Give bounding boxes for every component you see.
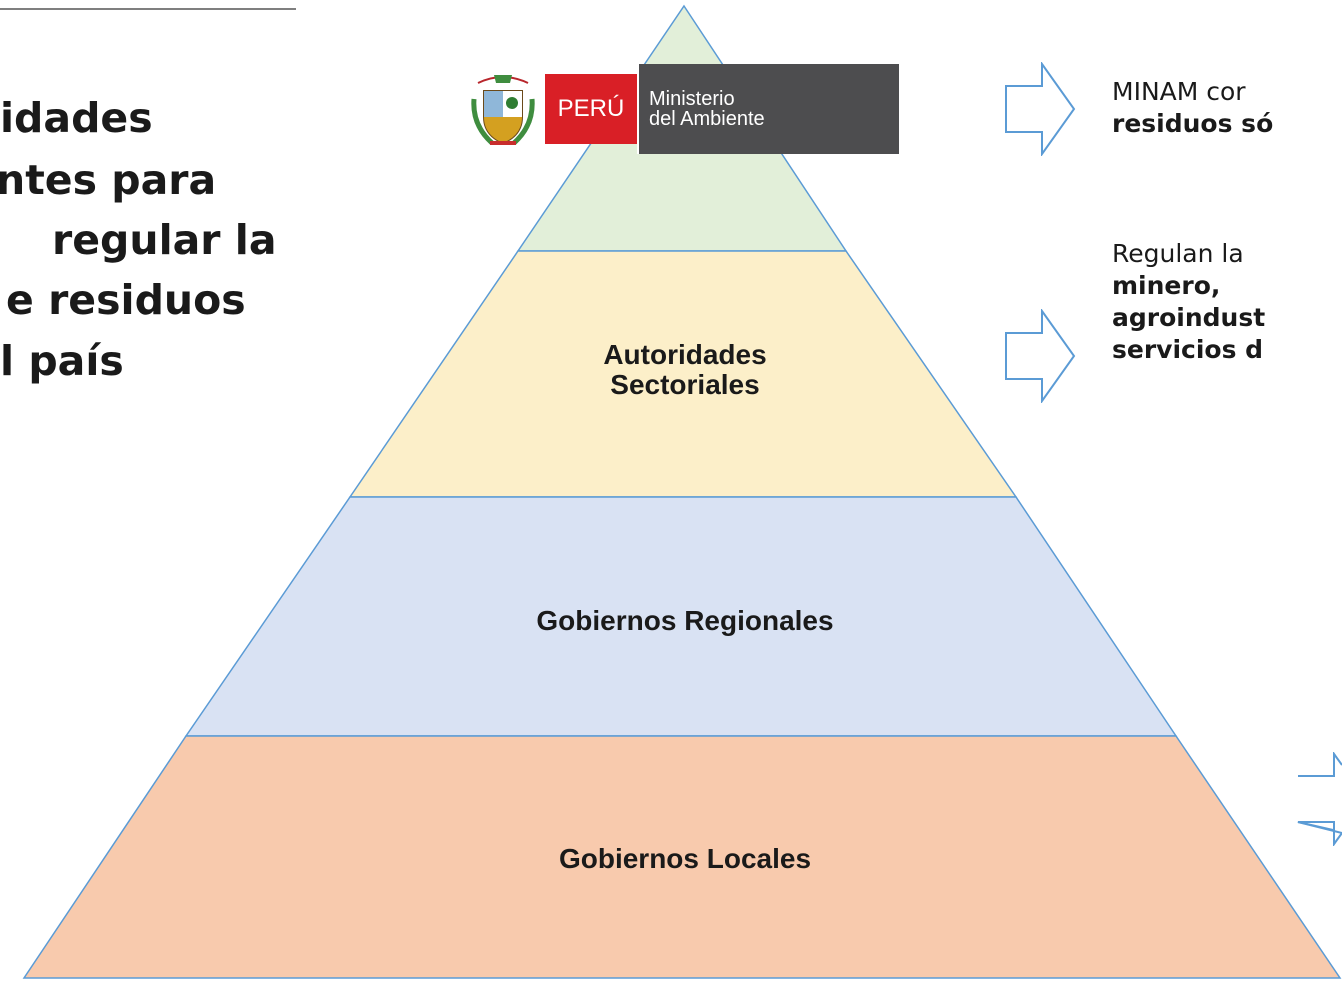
- title-line-2: ntes para: [0, 156, 217, 204]
- sectoral-description: Regulan la minero, agroindust servicios …: [1112, 238, 1265, 366]
- sectoral-description-line-3: agroindust: [1112, 303, 1266, 332]
- tier-label-regionales: Gobiernos Regionales: [536, 605, 834, 636]
- sectoral-description-line-4: servicios d: [1112, 335, 1264, 364]
- minam-description-line-1: MINAM cor: [1112, 77, 1246, 106]
- arrow-right-icon: [1005, 62, 1076, 156]
- title-line-3: regular la: [52, 216, 277, 264]
- top-divider: [0, 0, 296, 10]
- peru-coat-of-arms-icon: [465, 64, 541, 154]
- minam-description-line-2: residuos só: [1112, 109, 1274, 138]
- sectoral-description-line-1: Regulan la: [1112, 239, 1244, 268]
- title-line-5: l país: [0, 337, 124, 385]
- tier-label-locales: Gobiernos Locales: [558, 843, 812, 874]
- title-line-1: idades: [0, 94, 153, 142]
- pyramid-tier-locales: [22, 735, 1342, 979]
- peru-text: PERÚ: [557, 95, 625, 122]
- ministerio-label: Ministerio del Ambiente: [637, 64, 899, 154]
- ministerio-line-2: del Ambiente: [649, 108, 765, 130]
- ministerio-line-1: Ministerio: [649, 88, 735, 110]
- arrow-right-icon: [1297, 752, 1342, 846]
- minam-description: MINAM cor residuos só: [1112, 76, 1273, 140]
- peru-label: PERÚ: [545, 74, 637, 144]
- title-line-4: e residuos: [6, 276, 246, 324]
- minam-logo: PERÚ Ministerio del Ambiente: [465, 64, 899, 154]
- arrow-right-icon: [1005, 309, 1076, 403]
- tier-label-sectoriales-line-2: Sectoriales: [610, 369, 760, 400]
- tier-label-sectoriales: Autoridades Sectoriales: [540, 340, 830, 400]
- tier-label-sectoriales-line-1: Autoridades: [603, 339, 767, 370]
- sectoral-description-line-2: minero,: [1112, 271, 1221, 300]
